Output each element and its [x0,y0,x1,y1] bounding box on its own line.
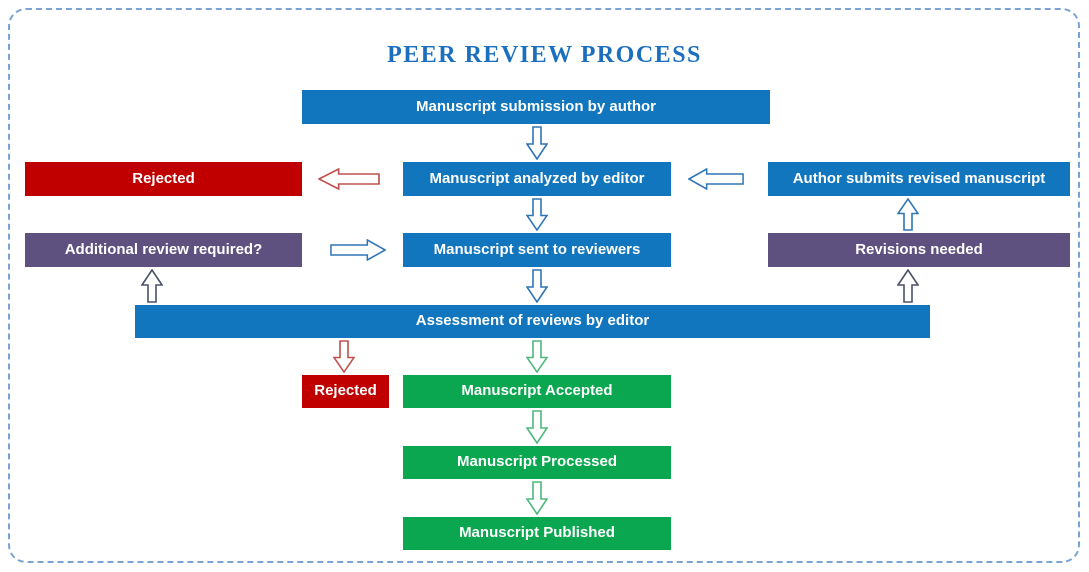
arrow-down-icon [526,410,548,444]
node-analyzed-by-editor: Manuscript analyzed by editor [403,162,671,196]
node-label: Author submits revised manuscript [792,169,1046,187]
arrow-down-icon [526,198,548,231]
node-published: Manuscript Published [403,517,671,550]
arrow-down-icon [526,481,548,515]
node-label: Manuscript Accepted [461,382,613,400]
arrow-down-icon [526,340,548,373]
arrow-up-icon [897,198,919,231]
node-sent-to-reviewers: Manuscript sent to reviewers [403,233,671,267]
node-manuscript-submission: Manuscript submission by author [302,90,770,124]
node-label: Manuscript sent to reviewers [433,240,641,258]
node-label: Rejected [314,382,377,400]
arrow-down-icon [333,340,355,373]
node-accepted: Manuscript Accepted [403,375,671,408]
node-author-resubmits: Author submits revised manuscript [768,162,1070,196]
page-title: PEER REVIEW PROCESS [387,42,702,68]
arrow-down-icon [526,126,548,160]
node-label: Revisions needed [855,240,983,258]
node-rejected-by-editor: Rejected [25,162,302,196]
node-assessment: Assessment of reviews by editor [135,305,930,338]
node-revisions-needed: Revisions needed [768,233,1070,267]
arrow-up-icon [141,269,163,303]
node-label: Rejected [132,169,195,187]
arrow-down-icon [526,269,548,303]
node-rejected-after-review: Rejected [302,375,389,408]
arrow-left-icon [688,168,744,190]
arrow-left-icon [318,168,380,190]
node-label: Additional review required? [64,240,263,258]
node-label: Assessment of reviews by editor [415,312,650,330]
arrow-up-icon [897,269,919,303]
node-label: Manuscript Processed [456,453,618,471]
arrow-right-icon [330,239,386,261]
node-label: Manuscript submission by author [415,97,657,115]
node-label: Manuscript Published [459,524,615,542]
node-additional-review: Additional review required? [25,233,302,267]
node-processed: Manuscript Processed [403,446,671,479]
node-label: Manuscript analyzed by editor [429,169,645,187]
